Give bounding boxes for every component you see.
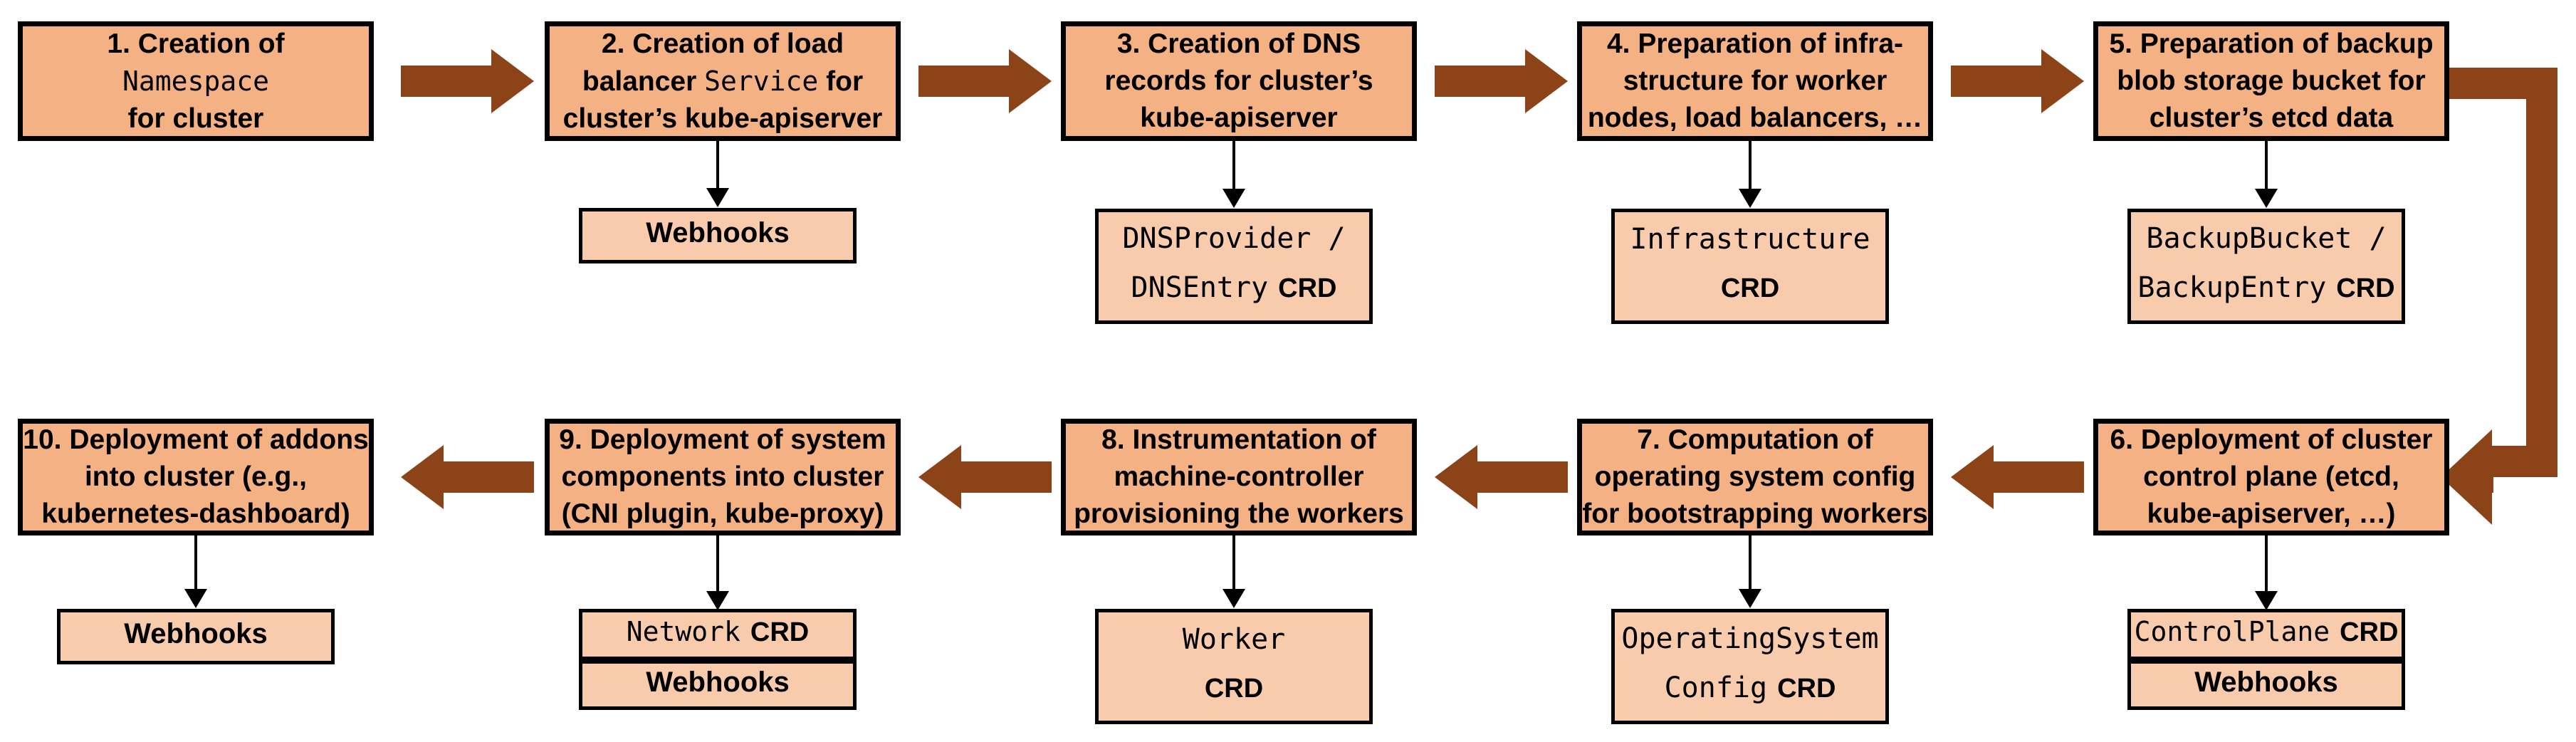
step-8-text: 8. Instrumentation of: [1101, 424, 1376, 455]
step-6-webhooks-box: Webhooks: [2127, 660, 2405, 710]
flow-arrow-step9-step10: [401, 445, 534, 509]
step-5-box: 5. Preparation of backup blob storage bu…: [2093, 21, 2449, 141]
connector-step6-crd: [2255, 535, 2278, 610]
step-9-box: 9. Deployment of system components into …: [545, 419, 901, 535]
step-7-text: 7. Computation of: [1637, 424, 1873, 455]
crd-label: CRD: [1204, 673, 1264, 704]
step-5-text: 5. Preparation of backup: [2109, 28, 2434, 59]
step-4-text: 4. Preparation of infra-: [1606, 28, 1904, 59]
step-4-crd-box: Infrastructure CRD: [1611, 209, 1889, 324]
step-4-box: 4. Preparation of infra- structure for w…: [1577, 21, 1933, 141]
flow-arrow-step5-step6-elbow: [2437, 68, 2557, 525]
flow-arrow-step8-step9: [918, 445, 1052, 509]
webhooks-label: Webhooks: [2194, 666, 2338, 698]
crd-label: CRD: [2336, 273, 2395, 303]
webhooks-label: Webhooks: [646, 216, 790, 249]
crd-label: CRD: [1278, 273, 1337, 303]
crd-label: CRD: [1720, 273, 1780, 303]
step-3-box: 3. Creation of DNS records for cluster’s…: [1061, 21, 1417, 141]
step-2-resource: Service: [704, 65, 819, 97]
webhooks-label: Webhooks: [124, 617, 268, 649]
step-7-box: 7. Computation of operating system confi…: [1577, 419, 1933, 535]
step-1-text: 1. Creation of: [107, 28, 285, 59]
step-10-text: 10. Deployment of addons: [23, 424, 369, 455]
step-1-resource: Namespace: [122, 65, 269, 97]
crd-label: CRD: [1777, 674, 1836, 704]
flow-arrow-step7-step8: [1435, 445, 1568, 509]
step-10-box: 10. Deployment of addons into cluster (e…: [18, 419, 374, 535]
connector-step4-crd: [1739, 141, 1761, 208]
connector-step8-crd: [1222, 535, 1245, 608]
step-6-box: 6. Deployment of cluster control plane (…: [2093, 419, 2449, 535]
step-10-webhooks-box: Webhooks: [57, 609, 335, 664]
crd-label: CRD: [2340, 617, 2399, 647]
webhooks-label: Webhooks: [646, 666, 790, 698]
step-2-webhooks-box: Webhooks: [579, 208, 857, 263]
flow-arrow-step2-step3: [918, 49, 1052, 113]
connector-step9-crd: [706, 535, 729, 610]
step-9-text: 9. Deployment of system: [559, 424, 886, 455]
crd-label: CRD: [750, 617, 810, 647]
step-6-text: 6. Deployment of cluster: [2110, 424, 2433, 455]
connector-step2-webhooks: [706, 141, 729, 207]
connector-step3-crd: [1222, 141, 1245, 208]
step-1-box: 1. Creation of Namespace for cluster: [18, 21, 374, 141]
flow-arrow-step1-step2: [401, 49, 534, 113]
connector-step5-crd: [2255, 141, 2278, 208]
step-3-text: 3. Creation of DNS: [1116, 28, 1361, 59]
step-2-box: 2. Creation of load balancer Service for…: [545, 21, 901, 141]
step-8-box: 8. Instrumentation of machine-controller…: [1061, 419, 1417, 535]
step-9-webhooks-box: Webhooks: [579, 660, 857, 710]
flow-arrow-step3-step4: [1435, 49, 1568, 113]
step-8-crd-box: Worker CRD: [1095, 609, 1373, 724]
connector-step7-crd: [1739, 535, 1761, 608]
flow-arrow-step4-step5: [1951, 49, 2084, 113]
step-2-text: 2. Creation of load: [601, 28, 844, 59]
connector-step10-webhooks: [184, 535, 207, 608]
flow-arrow-step6-step7: [1951, 445, 2084, 509]
